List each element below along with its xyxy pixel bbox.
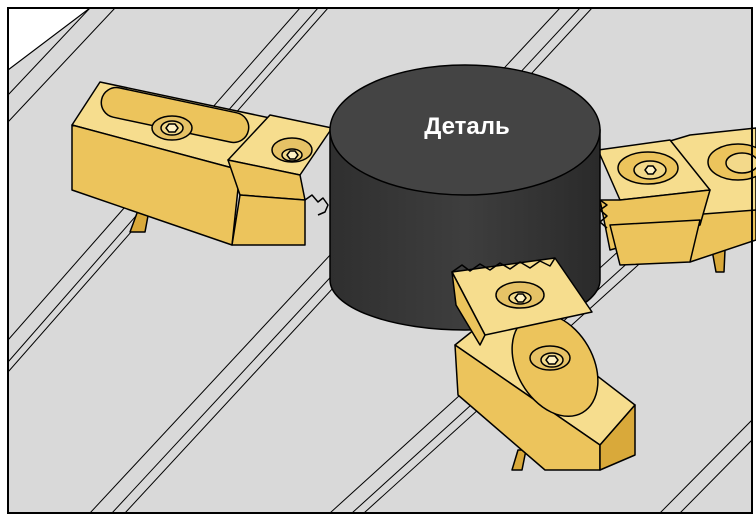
- right-clamp: [597, 127, 756, 273]
- socket-head-screw-icon: [529, 345, 571, 371]
- socket-head-screw-icon: [707, 143, 756, 181]
- socket-head-screw-icon: [271, 137, 313, 163]
- bottom-clamp: [451, 257, 636, 471]
- socket-head-screw-icon: [617, 151, 679, 185]
- socket-head-screw-icon: [495, 281, 545, 309]
- left-clamp: [71, 81, 333, 246]
- socket-head-screw-icon: [151, 115, 193, 141]
- diagram-frame: [7, 7, 753, 514]
- workpiece-label: Деталь: [424, 113, 510, 140]
